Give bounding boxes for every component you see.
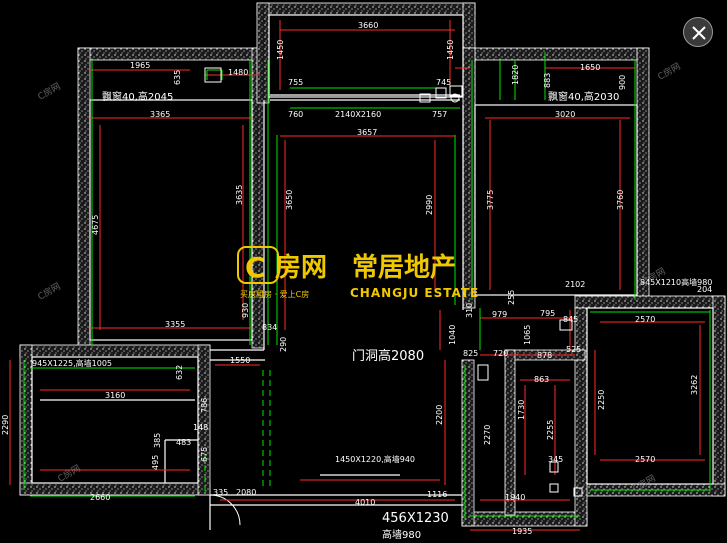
dim-blr-g: 483	[176, 438, 191, 447]
dim-bath-m: 1040	[448, 325, 457, 345]
dim-living-height: 3650	[285, 190, 294, 210]
watermark-brand-cn: 常居地产	[352, 253, 456, 283]
dim-living-window: 2140X2160	[335, 110, 381, 119]
dim-brr-f: 255	[507, 290, 516, 305]
dim-br-top2: 1820	[511, 65, 520, 85]
dim-living-a: 760	[288, 110, 303, 119]
dim-blr-e: 495	[151, 455, 160, 470]
dim-balcony-b: 745	[436, 78, 451, 87]
dim-brr-width2: 2570	[635, 455, 655, 464]
dim-bl-inner-height: 3635	[235, 185, 244, 205]
dim-bath-d: 1065	[523, 325, 532, 345]
dim-brr-height: 3262	[690, 375, 699, 395]
note-kitchen-window: 1450X1220,高墙940	[335, 454, 415, 464]
edge-watermark-2: C房网	[36, 280, 63, 303]
dim-living-h3: 2200	[435, 405, 444, 425]
watermark-slogan: 买房租房 · 爱上C房	[240, 289, 309, 299]
dim-bath-l: 825	[463, 349, 478, 358]
dim-blr-width2: 2660	[90, 493, 110, 502]
brand-watermark: C 房网 常居地产 买房租房 · 爱上C房 CHANGJU ESTATE	[237, 246, 479, 300]
watermark-logo-text: 房网	[275, 253, 327, 283]
dim-brr-h2: 2250	[597, 390, 606, 410]
dim-blr-h2: 675	[200, 447, 209, 462]
dim-bath-e: 1730	[517, 400, 526, 420]
dim-blr-width: 3160	[105, 391, 125, 400]
dim-bath-a: 720	[493, 349, 508, 358]
dim-living-bottom: 4010	[355, 498, 375, 507]
dim-bath-n: 310	[465, 303, 474, 318]
green-dimension-lines	[23, 52, 711, 520]
dim-bath-f: 2255	[546, 420, 555, 440]
red-dimension-lines	[9, 20, 705, 531]
dim-blr-c: 786	[200, 398, 209, 413]
dim-bath-h: 1940	[505, 493, 525, 502]
dim-bath-i: 1935	[512, 527, 532, 536]
dim-blr-i: 335	[213, 488, 228, 497]
edge-watermark-3: C房网	[56, 462, 83, 485]
dim-br-top: 1650	[580, 63, 600, 72]
dim-br-height: 3760	[616, 190, 625, 210]
close-icon	[692, 26, 706, 40]
dim-bath-b: 878	[537, 351, 552, 360]
dim-bl-width: 3365	[150, 110, 170, 119]
dim-br-win: 900	[618, 75, 627, 90]
dim-br-top3: 883	[543, 73, 552, 88]
dim-bl-win: 635	[173, 70, 182, 85]
dim-brr-c: 845	[563, 315, 578, 324]
bottom-window-size: 456X1230	[382, 511, 449, 526]
watermark-logo-c: C	[245, 251, 266, 284]
door-height-note: 门洞高2080	[352, 348, 424, 364]
dim-bl-height: 4675	[91, 215, 100, 235]
edge-watermark-1: C房网	[36, 80, 63, 103]
dim-bl-bottom: 3355	[165, 320, 185, 329]
dim-bath-g: 2270	[483, 425, 492, 445]
dim-blr-a: 1550	[230, 356, 250, 365]
dim-blr-d: 148	[193, 423, 208, 432]
dim-bath-j: 345	[548, 455, 563, 464]
dim-bath-c: 863	[534, 375, 549, 384]
dim-blr-k: 930	[241, 303, 250, 318]
dim-br-width: 3020	[555, 110, 575, 119]
dim-balcony-side2: 1450	[446, 40, 455, 60]
note-bl-room: 945X1225,高墙1005	[32, 358, 112, 368]
dim-living-b: 757	[432, 110, 447, 119]
dim-bl-top: 1965	[130, 61, 150, 70]
dim-blr-m: 290	[279, 337, 288, 352]
dim-brr-width: 2570	[635, 315, 655, 324]
dim-brr-b: 795	[540, 309, 555, 318]
dim-balcony-side1: 1450	[276, 40, 285, 60]
dim-br-height2: 3775	[486, 190, 495, 210]
dim-brr-d: 2102	[565, 280, 585, 289]
dim-blr-f: 385	[153, 433, 162, 448]
edge-watermark-4: C房网	[656, 60, 683, 83]
watermark-brand-en: CHANGJU ESTATE	[350, 286, 479, 300]
dim-bath-k: 525	[566, 345, 581, 354]
dim-living-height2: 2990	[425, 195, 434, 215]
dim-blr-height: 2290	[1, 415, 10, 435]
note-br-window: 飘窗40,高2030	[548, 90, 619, 103]
dim-brr-a: 979	[492, 310, 507, 319]
dim-blr-b: 632	[175, 365, 184, 380]
dim-living-d: 1116	[427, 490, 447, 499]
dim-living-width: 3657	[357, 128, 377, 137]
interior-walls	[31, 14, 714, 530]
dim-balcony-a: 755	[288, 78, 303, 87]
close-button[interactable]	[683, 17, 713, 47]
bottom-window-note: 高墙980	[382, 528, 421, 541]
note-bl-window: 飘窗40,高2045	[102, 90, 173, 103]
dim-blr-j: 2080	[236, 488, 256, 497]
dim-balcony-width: 3660	[358, 21, 378, 30]
green-dashed-lines	[204, 370, 271, 495]
dim-brr-e: 204	[697, 285, 712, 294]
fixtures	[204, 67, 583, 497]
note-brr: 845X1210高墙980	[640, 277, 712, 287]
dim-bl-top2: 1480	[228, 68, 248, 77]
dim-blr-l: 834	[262, 323, 277, 332]
